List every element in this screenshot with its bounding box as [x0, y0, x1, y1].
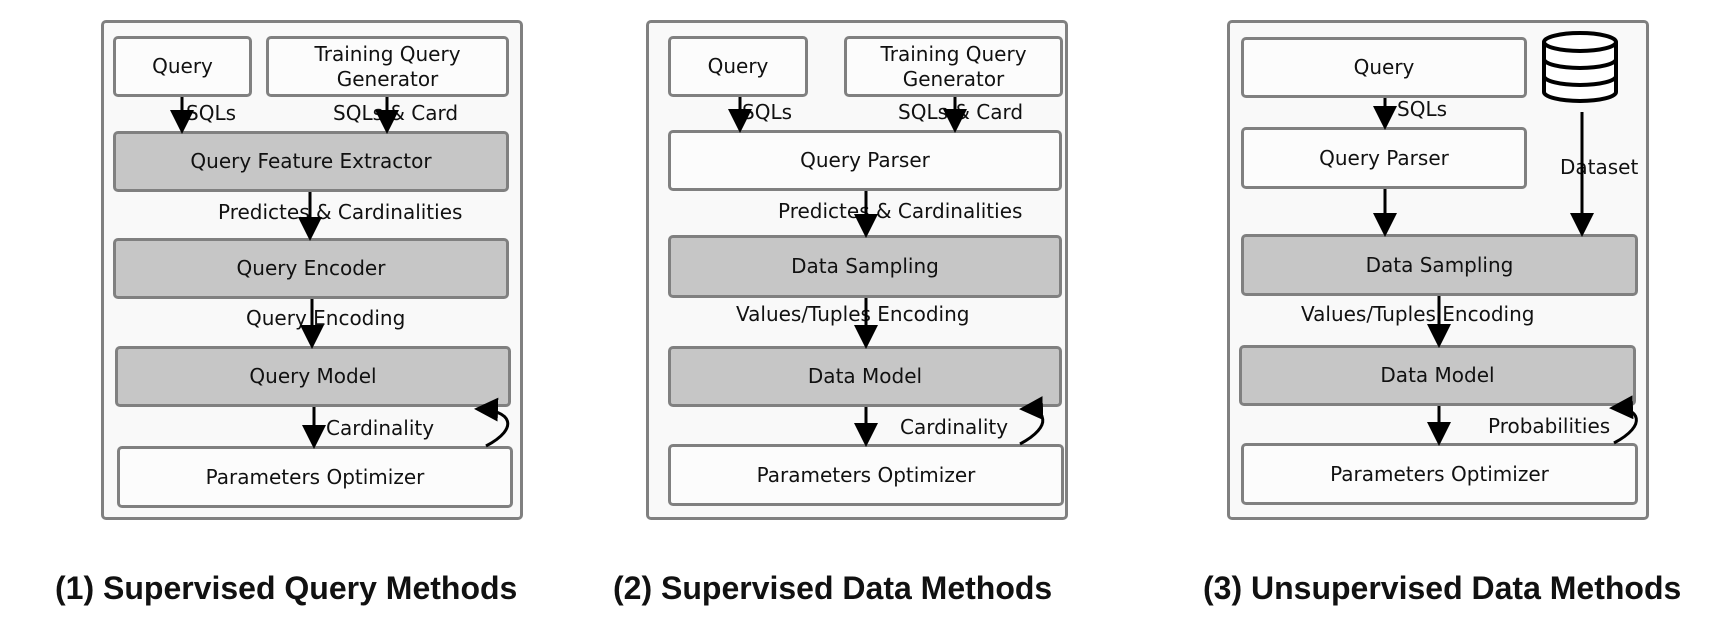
data-model-label: Data Model — [807, 364, 923, 388]
parameters-optimizer-box: Parameters Optimizer — [1241, 443, 1638, 505]
predicates-cardinalities-label: Predictes & Cardinalities — [778, 199, 1023, 223]
query-parser-label: Query Parser — [800, 148, 930, 172]
parameters-optimizer-label: Parameters Optimizer — [756, 462, 976, 487]
database-cylinder-icon — [1542, 31, 1618, 103]
parameters-optimizer-label: Parameters Optimizer — [205, 464, 425, 489]
parameters-optimizer-box: Parameters Optimizer — [117, 446, 513, 508]
query-box-label: Query — [1353, 55, 1415, 79]
query-box: Query — [1241, 37, 1527, 98]
probabilities-label: Probabilities — [1488, 414, 1611, 438]
training-query-generator-box: Training Query Generator — [844, 36, 1063, 97]
sqls-label: SQLs — [186, 101, 236, 125]
parameters-optimizer-label: Parameters Optimizer — [1330, 461, 1549, 486]
sqls-card-label: SQLs & Card — [898, 100, 1024, 124]
values-tuples-encoding-label: Values/Tuples Encoding — [1301, 302, 1535, 326]
data-sampling-label: Data Sampling — [1365, 252, 1514, 277]
query-parser-box: Query Parser — [668, 130, 1062, 191]
training-query-generator-label: Training Query Generator — [314, 41, 461, 91]
query-box: Query — [113, 36, 252, 97]
query-feature-extractor-label: Query Feature Extractor — [190, 149, 432, 173]
sqls-label: SQLs — [742, 100, 792, 124]
query-parser-label: Query Parser — [1319, 145, 1449, 170]
training-query-generator-box: Training Query Generator — [266, 36, 509, 97]
query-encoder-label: Query Encoder — [236, 256, 386, 280]
query-box: Query — [668, 36, 808, 97]
cardinality-label: Cardinality — [900, 415, 1009, 439]
query-box-label: Query — [707, 54, 769, 78]
data-model-box: Data Model — [668, 346, 1062, 407]
query-model-box: Query Model — [115, 346, 511, 407]
sqls-label: SQLs — [1397, 97, 1447, 121]
query-encoder-box: Query Encoder — [113, 238, 509, 299]
caption-supervised-data-methods: (2) Supervised Data Methods — [613, 570, 1053, 606]
sqls-card-label: SQLs & Card — [333, 101, 459, 125]
query-feature-extractor-box: Query Feature Extractor — [113, 131, 509, 192]
training-query-generator-label: Training Query Generator — [880, 41, 1027, 91]
dataset-label: Dataset — [1560, 155, 1639, 179]
query-model-label: Query Model — [249, 364, 377, 388]
caption-supervised-query-methods: (1) Supervised Query Methods — [55, 570, 518, 606]
cardinality-label: Cardinality — [326, 416, 435, 440]
parameters-optimizer-box: Parameters Optimizer — [668, 444, 1064, 506]
query-parser-box: Query Parser — [1241, 127, 1527, 189]
values-tuples-encoding-label: Values/Tuples Encoding — [736, 302, 970, 326]
data-sampling-label: Data Sampling — [791, 254, 939, 278]
data-model-label: Data Model — [1380, 363, 1495, 387]
data-model-box: Data Model — [1239, 345, 1636, 406]
query-encoding-label: Query Encoding — [246, 306, 406, 330]
query-box-label: Query — [152, 54, 213, 78]
predicates-cardinalities-label: Predictes & Cardinalities — [218, 200, 463, 224]
data-sampling-box: Data Sampling — [668, 235, 1062, 298]
caption-unsupervised-data-methods: (3) Unsupervised Data Methods — [1203, 570, 1682, 606]
data-sampling-box: Data Sampling — [1241, 234, 1638, 296]
